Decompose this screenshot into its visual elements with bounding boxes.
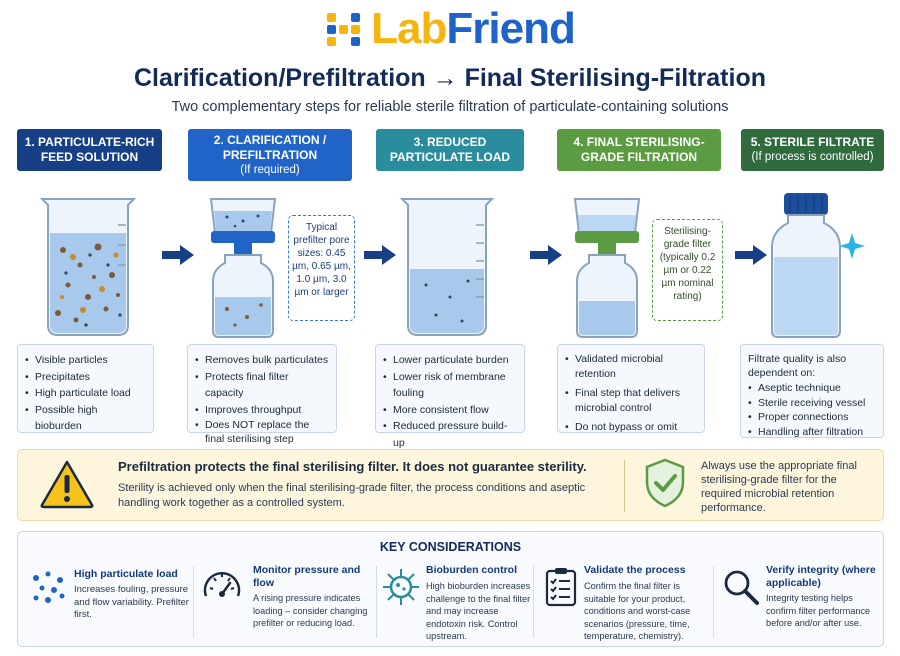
list-item: Possible high bioburden (25, 402, 146, 435)
step-3-header: 3. REDUCED PARTICULATE LOAD (376, 129, 524, 171)
shield-check-icon (645, 458, 685, 508)
key-item-body: Confirm the final filter is suitable for… (584, 581, 691, 641)
key-item-title: Validate the process (584, 564, 686, 576)
sterilising-filter-unit-illustration (573, 198, 641, 338)
divider (533, 566, 534, 638)
list-item: Protects final filter capacity (195, 369, 329, 402)
warning-note: Always use the appropriate final sterili… (701, 460, 857, 514)
key-item-title: Verify integrity (where applicable) (766, 564, 876, 589)
key-item-body: Integrity testing helps confirm filter p… (766, 593, 871, 628)
particles-icon (33, 571, 65, 603)
step-5-header: 5. STERILE FILTRATE(If process is contro… (741, 129, 884, 171)
step-3-bullets: Lower particulate burden Lower risk of m… (375, 344, 525, 449)
flow-arrow-icon (364, 245, 396, 265)
sterile-bottle-illustration (771, 193, 865, 338)
prefilter-unit-illustration (209, 198, 277, 338)
key-item-title: Bioburden control (426, 564, 517, 576)
key-item-title: Monitor pressure and flow (253, 564, 361, 589)
step-2-header: 2. CLARIFICATION / PREFILTRATION(If requ… (188, 129, 352, 181)
step-5-intro: Filtrate quality is also dependent on: (748, 353, 847, 379)
list-item: Aseptic technique (748, 381, 876, 396)
gauge-icon (203, 572, 241, 597)
warning-body: Sterility is achieved only when the fina… (118, 482, 586, 509)
list-item: Proper connections (748, 410, 876, 425)
logo-mark-icon (327, 13, 361, 46)
step-4-bullets: Validated microbial retention Final step… (557, 344, 705, 435)
magnifier-icon (724, 570, 759, 605)
warning-headline: Prefiltration protects the final sterili… (118, 459, 587, 474)
warning-banner: Prefiltration protects the final sterili… (17, 449, 884, 521)
divider (713, 566, 714, 638)
warning-icon (40, 460, 94, 509)
step-2-bullets: Removes bulk particulates Protects final… (187, 344, 337, 445)
key-considerations-panel: KEY CONSIDERATIONS High particulate load… (17, 531, 884, 647)
key-considerations-title: KEY CONSIDERATIONS (379, 540, 522, 554)
microbe-icon (383, 569, 419, 605)
sterilising-filter-callout: Sterilising-grade filter (typically 0.2 … (652, 219, 723, 321)
key-item-validate: Validate the process Confirm the final f… (540, 562, 710, 644)
list-item: Handling after filtration (748, 425, 876, 440)
beaker-particulate-illustration (39, 198, 137, 336)
key-item-body: Increases fouling, pressure and flow var… (74, 584, 189, 620)
step-5-bullets: Filtrate quality is also dependent on: A… (740, 344, 884, 440)
list-item: Final step that delivers microbial contr… (565, 386, 697, 415)
key-item-particulate: High particulate load Increases fouling,… (28, 562, 189, 644)
flow-arrow-icon (735, 245, 767, 265)
list-item: Reduced pressure build-up (383, 418, 517, 451)
key-item-pressure: Monitor pressure and flow A rising press… (201, 562, 371, 644)
logo-text: LabFriend (371, 4, 576, 53)
list-item: Do not bypass or omit (565, 420, 697, 435)
key-item-body: High bioburden increases challenge to th… (426, 581, 531, 641)
list-item: Lower particulate burden (383, 352, 517, 369)
list-item: Precipitates (25, 369, 146, 386)
flow-arrow-icon (530, 245, 562, 265)
brand-logo: LabFriend (0, 4, 900, 54)
divider (624, 460, 625, 512)
page-subtitle: Two complementary steps for reliable ste… (171, 99, 729, 115)
prefilter-pore-size-callout: Typical prefilter pore sizes: 0.45 µm, 0… (288, 215, 355, 321)
checklist-icon (545, 568, 577, 607)
key-item-integrity: Verify integrity (where applicable) Inte… (720, 562, 880, 644)
list-item: Improves throughput (195, 402, 329, 419)
list-item: Visible particles (25, 352, 146, 369)
divider (376, 566, 377, 638)
list-item: Removes bulk particulates (195, 352, 329, 369)
step-1-bullets: Visible particles Precipitates High part… (17, 344, 154, 433)
step-1-header: 1. PARTICULATE-RICH FEED SOLUTION (17, 129, 162, 171)
divider (193, 566, 194, 638)
key-item-bioburden: Bioburden control High bioburden increas… (380, 562, 530, 644)
step-4-header: 4. FINAL STERILISING-GRADE FILTRATION (557, 129, 721, 171)
page-title: Clarification/Prefiltration → Final Ster… (133, 64, 766, 92)
list-item: Does NOT replace the final sterilising s… (195, 418, 329, 446)
key-item-body: A rising pressure indicates loading – co… (253, 593, 368, 628)
list-item: Lower risk of membrane fouling (383, 369, 517, 402)
key-item-title: High particulate load (74, 568, 178, 580)
list-item: More consistent flow (383, 402, 517, 419)
list-item: Validated microbial retention (565, 352, 697, 381)
list-item: High particulate load (25, 385, 146, 402)
flow-arrow-icon (162, 245, 194, 265)
beaker-reduced-load-illustration (399, 198, 495, 336)
list-item: Sterile receiving vessel (748, 396, 876, 411)
